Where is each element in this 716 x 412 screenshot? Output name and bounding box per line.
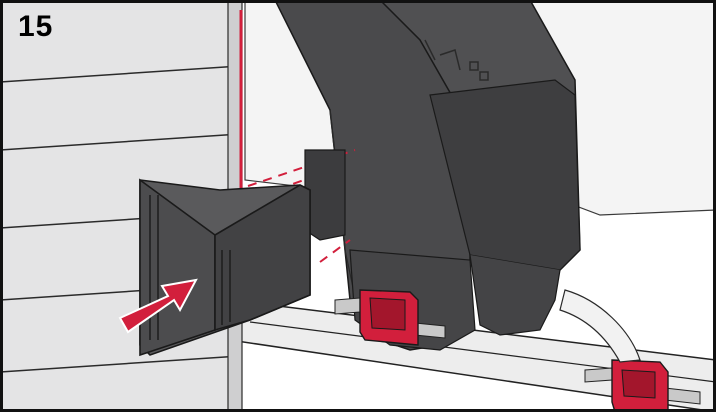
step-number: 15	[18, 10, 54, 43]
dark-housing-right	[378, 0, 581, 336]
red-clamp-left	[334, 289, 446, 346]
red-clamp-right	[584, 359, 701, 412]
mount-socket	[304, 149, 346, 241]
embossed-mark	[424, 39, 489, 81]
angle-bracket	[139, 178, 311, 357]
insert-arrow-icon	[118, 278, 198, 334]
pipe-elbow	[559, 289, 641, 363]
